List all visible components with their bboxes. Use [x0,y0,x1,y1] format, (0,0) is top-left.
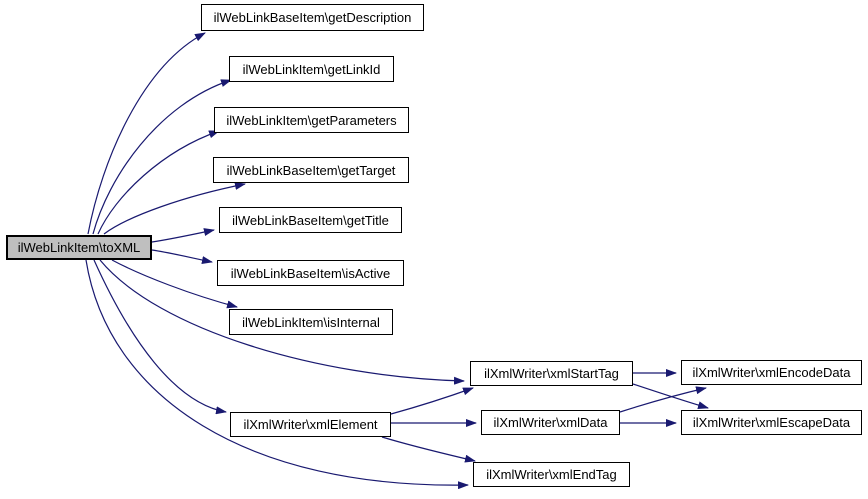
graph-node-label: ilWebLinkBaseItem\getDescription [213,10,412,25]
graph-node-label: ilWebLinkItem\getParameters [226,112,397,128]
graph-node-getTarget[interactable]: ilWebLinkBaseItem\getTarget [213,157,409,183]
call-edge-xmlData-to-xmlEncodeData [619,386,707,413]
call-edge-xmlElement-to-xmlStartTag [390,387,474,415]
graph-node-label: ilXmlWriter\xmlElement [243,417,378,432]
graph-node-xmlData[interactable]: ilXmlWriter\xmlData [481,410,620,435]
call-edge-toXML-to-isActive [151,249,213,264]
graph-node-label: ilWebLinkBaseItem\getTitle [232,212,389,228]
graph-node-label: ilWebLinkBaseItem\isActive [230,265,391,281]
graph-node-label: ilXmlWriter\xmlData [493,415,608,430]
call-edge-xmlElement-to-xmlEndTag [381,436,476,463]
graph-node-getTitle[interactable]: ilWebLinkBaseItem\getTitle [219,207,402,233]
call-edge-toXML-to-isInternal [111,259,238,309]
graph-node-getLinkId[interactable]: ilWebLinkItem\getLinkId [229,56,394,82]
graph-node-label: ilWebLinkItem\isInternal [242,314,380,330]
graph-node-label: ilXmlWriter\xmlEndTag [486,467,617,482]
call-edge-toXML-to-getLinkId [92,79,232,235]
call-edge-toXML-to-xmlStartTag [99,259,465,385]
graph-node-xmlEncodeData[interactable]: ilXmlWriter\xmlEncodeData [681,360,862,385]
call-edge-toXML-to-getParameters [97,130,220,235]
graph-node-xmlElement[interactable]: ilXmlWriter\xmlElement [230,412,391,437]
graph-node-getDescription[interactable]: ilWebLinkBaseItem\getDescription [201,4,424,31]
graph-node-toXML: ilWebLinkItem\toXML [6,235,152,260]
graph-node-isInternal[interactable]: ilWebLinkItem\isInternal [229,309,393,335]
graph-node-xmlEscapeData[interactable]: ilXmlWriter\xmlEscapeData [681,410,862,435]
graph-node-isActive[interactable]: ilWebLinkBaseItem\isActive [217,260,404,286]
graph-node-label: ilWebLinkItem\toXML [17,240,141,255]
edges-group [85,32,709,490]
graph-node-label: ilXmlWriter\xmlEncodeData [692,365,851,380]
graph-node-label: ilWebLinkBaseItem\getTarget [226,162,396,178]
call-edge-toXML-to-xmlElement [93,259,227,415]
call-edge-toXML-to-getTarget [103,182,246,235]
graph-node-xmlEndTag[interactable]: ilXmlWriter\xmlEndTag [473,462,630,487]
graph-node-label: ilWebLinkItem\getLinkId [242,61,381,77]
graph-node-xmlStartTag[interactable]: ilXmlWriter\xmlStartTag [470,361,633,386]
call-edge-toXML-to-xmlEndTag [85,259,469,490]
call-edge-toXML-to-getDescription [87,32,206,235]
graph-node-getParameters[interactable]: ilWebLinkItem\getParameters [214,107,409,133]
call-edge-toXML-to-getTitle [151,228,215,243]
graph-node-label: ilXmlWriter\xmlStartTag [484,366,619,381]
graph-node-label: ilXmlWriter\xmlEscapeData [692,415,851,430]
